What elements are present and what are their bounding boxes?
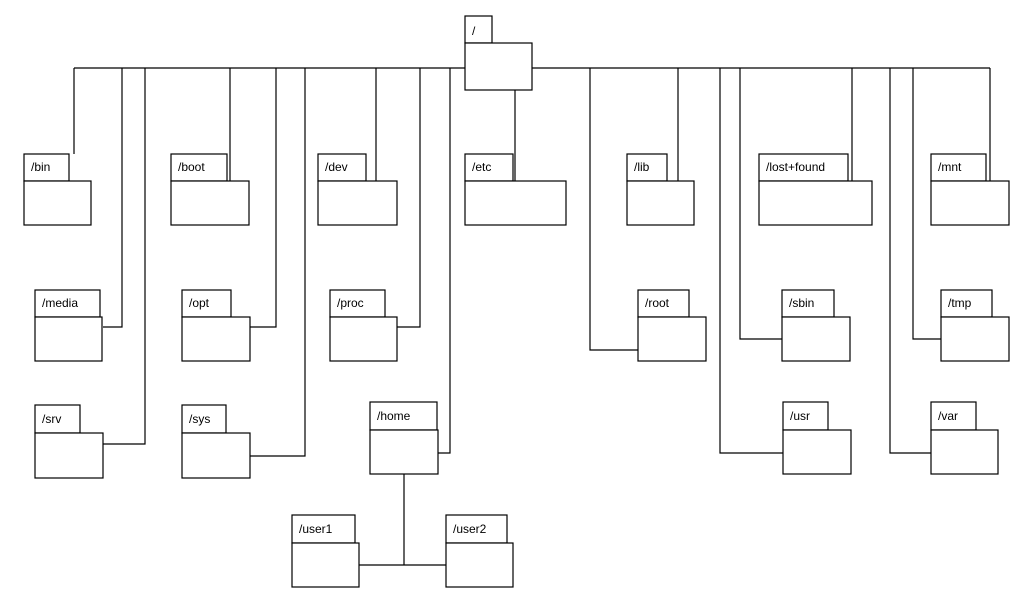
folder-sys[interactable]: /sys (181, 404, 251, 479)
folder-label: /home (377, 409, 411, 423)
connector-home (438, 68, 451, 454)
folder-label: /sys (189, 412, 210, 426)
folder-label: /proc (337, 296, 364, 310)
connector-root-dir (589, 68, 638, 351)
folder-label: /bin (31, 160, 50, 174)
connector-sbin (739, 68, 782, 340)
folder-lib[interactable]: /lib (626, 153, 695, 226)
connector-usr (719, 68, 783, 454)
connector-srv (103, 68, 146, 445)
folder-user2[interactable]: /user2 (445, 514, 514, 588)
connector-proc (397, 68, 421, 328)
folder-label: /etc (472, 160, 491, 174)
folder-dev[interactable]: /dev (317, 153, 398, 226)
connector-tmp (912, 68, 941, 340)
folder-label: /sbin (789, 296, 814, 310)
folder-tmp[interactable]: /tmp (940, 289, 1010, 362)
connector-sys (250, 68, 306, 457)
folder-mnt[interactable]: /mnt (930, 153, 1010, 226)
folder-root[interactable]: / (464, 15, 533, 91)
folder-home[interactable]: /home (369, 401, 439, 475)
folder-label: /dev (325, 160, 348, 174)
folder-user1[interactable]: /user1 (291, 514, 360, 588)
folder-sbin[interactable]: /sbin (781, 289, 851, 362)
folder-var[interactable]: /var (930, 401, 999, 475)
folder-etc[interactable]: /etc (464, 153, 567, 226)
folder-proc[interactable]: /proc (329, 289, 398, 362)
connector-opt (250, 68, 277, 328)
folder-root-dir[interactable]: /root (637, 289, 707, 362)
folder-lost-found[interactable]: /lost+found (758, 153, 873, 226)
folder-label: / (472, 24, 476, 38)
folder-label: /lib (634, 160, 650, 174)
folder-label: /user2 (453, 522, 487, 536)
folder-boot[interactable]: /boot (170, 153, 250, 226)
folder-bin[interactable]: /bin (23, 153, 92, 226)
folder-label: /opt (189, 296, 210, 310)
folder-label: /root (645, 296, 670, 310)
folder-opt[interactable]: /opt (181, 289, 251, 362)
folder-label: /usr (790, 409, 810, 423)
folder-label: /tmp (948, 296, 972, 310)
connector-var (889, 68, 931, 454)
folder-label: /boot (178, 160, 205, 174)
folder-label: /media (42, 296, 78, 310)
folder-srv[interactable]: /srv (34, 404, 104, 479)
folder-usr[interactable]: /usr (782, 401, 852, 475)
folder-media[interactable]: /media (34, 289, 103, 362)
folder-label: /mnt (938, 160, 962, 174)
connector-media (103, 68, 123, 328)
folder-label: /var (938, 409, 958, 423)
folder-label: /user1 (299, 522, 333, 536)
folder-label: /lost+found (766, 160, 825, 174)
folder-label: /srv (42, 412, 61, 426)
